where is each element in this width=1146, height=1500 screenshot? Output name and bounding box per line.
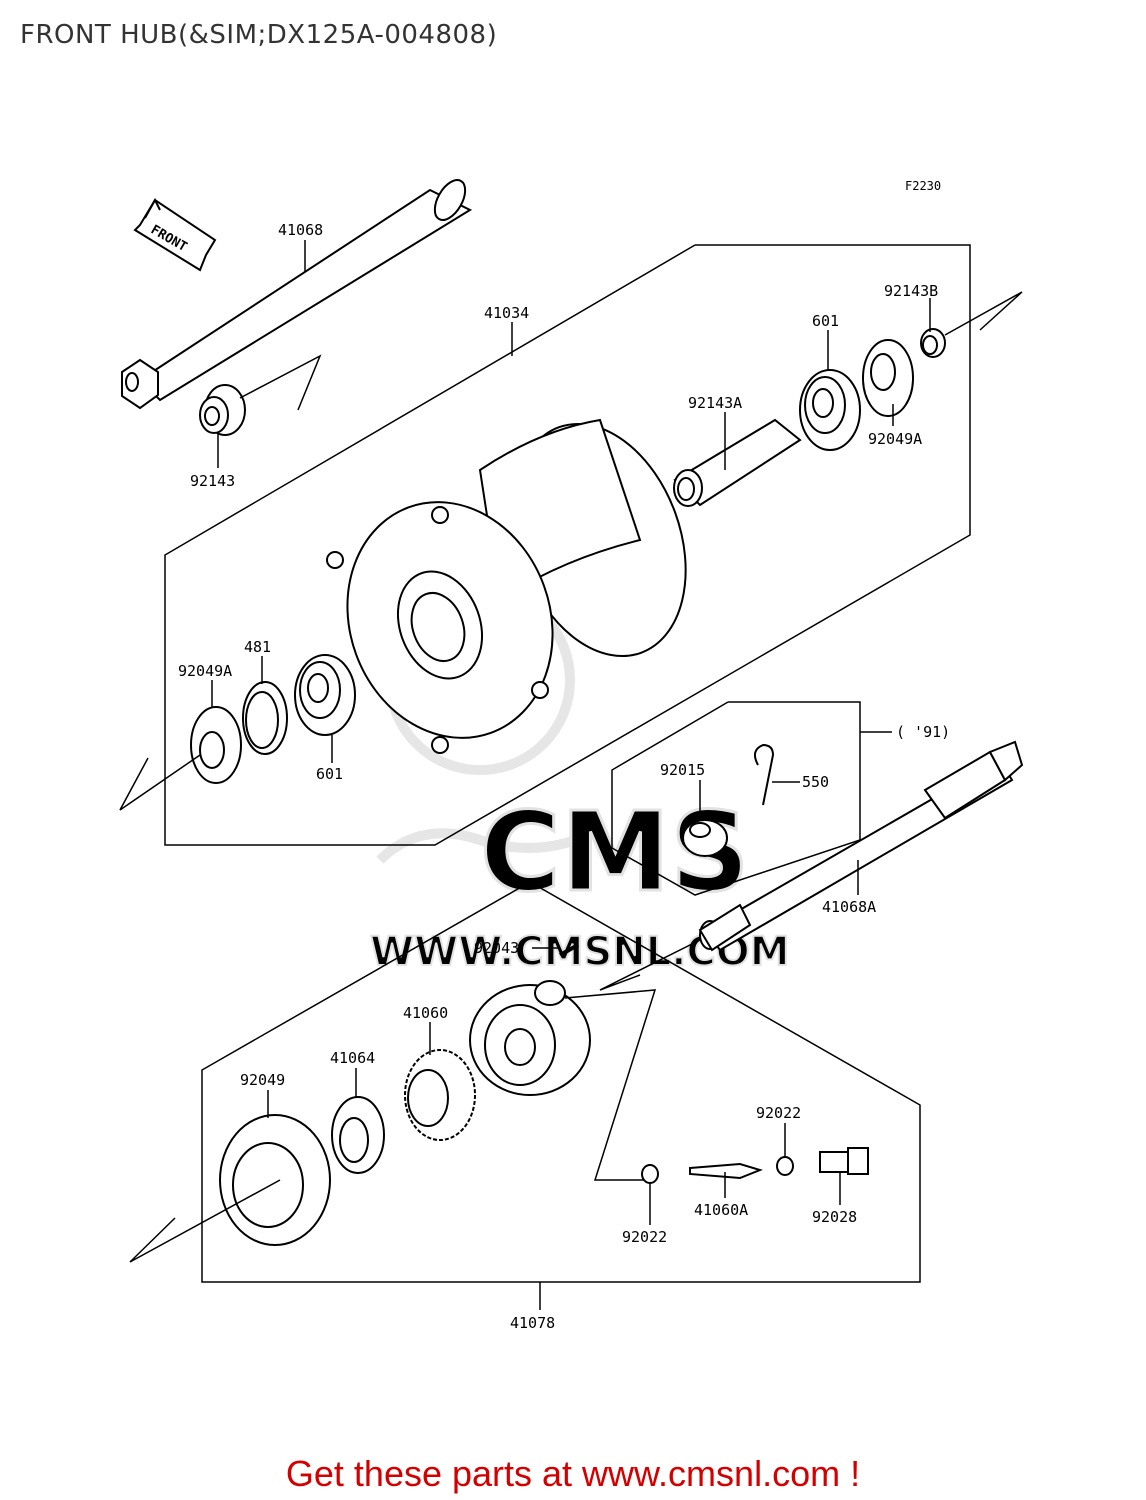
cable-41060A [689, 1162, 764, 1180]
seal-92049A-top [862, 339, 914, 417]
watermark-brand: CMS [480, 788, 749, 916]
front-arrow-icon: FRONT [133, 197, 217, 272]
footer-promo: Get these parts at www.cmsnl.com ! [285, 1453, 861, 1494]
fitting-92028 [819, 1147, 869, 1175]
axis-line-top [944, 291, 1023, 336]
callout-92015: 92015 [660, 761, 705, 779]
callout-91: ( '91) [896, 723, 950, 741]
gear-41060 [404, 1049, 476, 1141]
figure-code: F2230 [905, 179, 941, 193]
bracket-41078 [201, 881, 921, 1283]
callout-41060A: 41060A [694, 1201, 748, 1219]
gear-housing-41060 [469, 980, 591, 1096]
leader-lines [211, 240, 931, 1225]
callout-92022-bottom: 92022 [622, 1228, 667, 1246]
callout-92022-right: 92022 [756, 1104, 801, 1122]
callout-41068A: 41068A [822, 898, 876, 916]
plate-41064 [331, 1096, 385, 1174]
leader-41060-fittings [564, 989, 657, 1181]
nut-92015 [682, 819, 728, 857]
axle-41068 [121, 179, 473, 410]
bearing-601-top [799, 369, 861, 451]
callout-92049A-left: 92049A [178, 662, 232, 680]
circlip-481 [242, 681, 288, 755]
washer-92022-bottom [641, 1164, 659, 1184]
callout-41064: 41064 [330, 1049, 375, 1067]
page-title: FRONT HUB(&SIM;DX125A-004808) [20, 20, 498, 50]
axis-line-41068A [599, 939, 701, 991]
bracket-91-inset [611, 701, 861, 896]
callout-92143A: 92143A [688, 394, 742, 412]
callout-92043: 92043 [474, 939, 519, 957]
exploded-parts-diagram: CMS WWW.CMSNL.COM F2230 FRONT [119, 179, 1024, 1332]
axis-line-left [119, 754, 201, 811]
callout-601-top: 601 [812, 312, 839, 330]
callout-92049A-top: 92049A [868, 430, 922, 448]
part-callouts: 41068 41034 92143B 601 92143A 92049A 921… [178, 221, 950, 1332]
callout-41078: 41078 [510, 1314, 555, 1332]
seal-92049A-left [190, 706, 242, 784]
callout-92028: 92028 [812, 1208, 857, 1226]
bearing-601-left [294, 654, 356, 736]
callout-550: 550 [802, 773, 829, 791]
collar-92143A [673, 418, 802, 507]
axle-41068A [698, 740, 1024, 952]
pin-92043 [559, 943, 579, 957]
callout-41068: 41068 [278, 221, 323, 239]
hub-41034 [326, 418, 687, 754]
spacer-92143B [920, 328, 946, 358]
callout-481: 481 [244, 638, 271, 656]
callout-41060: 41060 [403, 1004, 448, 1022]
callout-92143: 92143 [190, 472, 235, 490]
callout-41034: 41034 [484, 304, 529, 322]
leader-92143-axis [239, 354, 322, 411]
callout-601-left: 601 [316, 765, 343, 783]
cotter-pin-550 [753, 743, 775, 806]
axis-line-92049 [129, 1179, 281, 1263]
seal-92049 [219, 1114, 331, 1246]
spacer-92143 [199, 384, 246, 436]
washer-92022-right [776, 1156, 794, 1176]
bracket-41034 [164, 244, 971, 846]
callout-92049: 92049 [240, 1071, 285, 1089]
callout-92143B: 92143B [884, 282, 938, 300]
